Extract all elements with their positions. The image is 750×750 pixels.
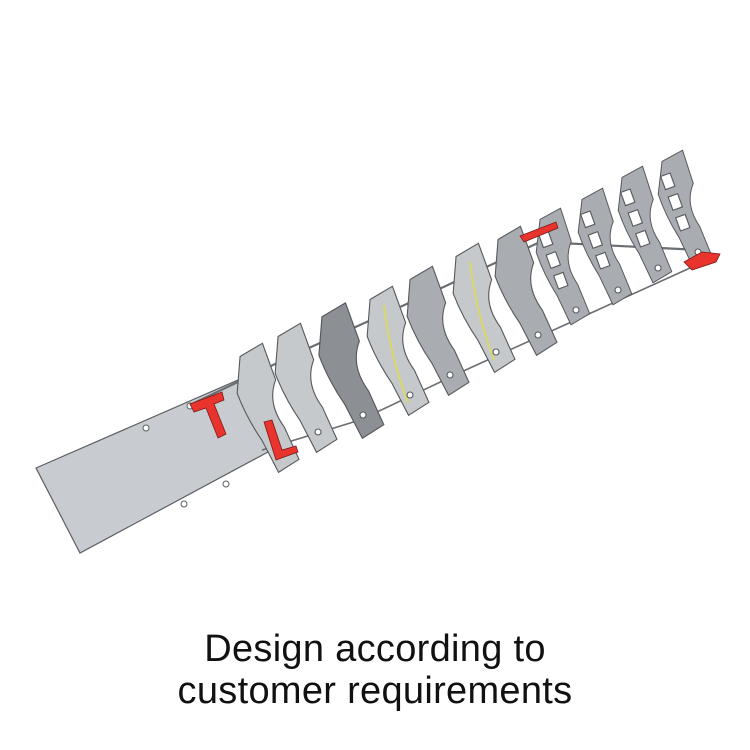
- mounting-plate: [35, 379, 269, 554]
- link-slot: [675, 213, 691, 232]
- link-slot: [619, 188, 636, 207]
- link-pivot-hole: [534, 331, 542, 339]
- link-pivot-hole: [406, 391, 414, 399]
- drag-chain-illustration: [35, 147, 721, 554]
- link-pivot-hole: [492, 348, 500, 356]
- link-slot: [553, 271, 569, 290]
- link-slot: [627, 209, 644, 227]
- link-slot: [579, 210, 596, 229]
- link-pivot-hole: [572, 306, 580, 314]
- link-pivot-hole: [614, 286, 622, 294]
- link-pivot-hole: [654, 264, 662, 272]
- link-pivot-hole: [446, 371, 454, 379]
- link-slot: [667, 193, 684, 211]
- caption-line-2: customer requirements: [177, 670, 573, 712]
- link-pivot-hole: [359, 411, 367, 419]
- link-slot: [635, 229, 651, 248]
- red-end-bracket-right: [519, 221, 721, 271]
- link-slot: [595, 251, 611, 270]
- link-highlight: [383, 304, 409, 404]
- red-end-bracket-left: [189, 391, 299, 461]
- chain-links: [230, 147, 714, 478]
- caption: Design according to customer requirement…: [0, 628, 750, 712]
- link-highlight: [469, 261, 495, 361]
- link-slot: [545, 251, 562, 269]
- link-pivot-hole: [314, 428, 322, 436]
- link-slot: [659, 172, 676, 191]
- link-slot: [587, 231, 604, 249]
- caption-line-1: Design according to: [204, 628, 546, 670]
